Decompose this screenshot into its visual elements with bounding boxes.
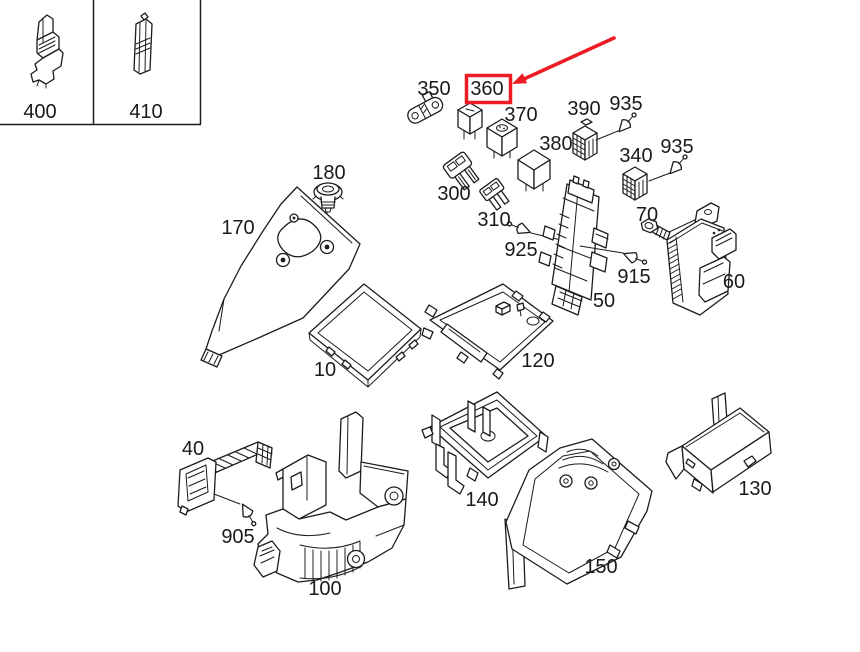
part-label-180[interactable]: 180	[312, 162, 346, 184]
part-380-drawing	[517, 149, 551, 192]
part-label-120[interactable]: 120	[521, 350, 555, 372]
part-label-140[interactable]: 140	[465, 489, 499, 511]
part-400-drawing	[30, 14, 64, 89]
part-label-350[interactable]: 350	[417, 78, 451, 100]
part-label-130[interactable]: 130	[738, 478, 772, 500]
part-label-170[interactable]: 170	[221, 217, 255, 239]
part-300-drawing	[442, 151, 480, 191]
part-label-905[interactable]: 905	[221, 526, 255, 548]
part-905-drawing	[213, 493, 261, 529]
part-label-360[interactable]: 360	[470, 78, 504, 100]
part-label-935-2[interactable]: 935	[660, 136, 694, 158]
part-935a-drawing	[595, 109, 641, 141]
part-label-300[interactable]: 300	[437, 183, 471, 205]
part-350-drawing	[407, 91, 444, 124]
part-170-drawing	[200, 186, 361, 368]
part-180-drawing	[312, 182, 344, 242]
part-label-310[interactable]: 310	[477, 209, 511, 231]
part-label-70[interactable]: 70	[635, 204, 659, 226]
highlight-arrow-line	[522, 36, 616, 81]
part-140-drawing	[421, 391, 549, 495]
part-label-915[interactable]: 915	[617, 266, 651, 288]
part-label-935-1[interactable]: 935	[609, 93, 643, 115]
part-label-925[interactable]: 925	[504, 239, 538, 261]
part-label-150[interactable]: 150	[584, 556, 618, 578]
part-label-370[interactable]: 370	[504, 104, 538, 126]
part-100-drawing	[253, 411, 409, 583]
part-120-drawing	[421, 283, 554, 380]
part-915-drawing	[579, 245, 650, 269]
highlight-annotation	[464, 36, 616, 105]
part-370-drawing	[486, 118, 518, 159]
part-340-drawing	[622, 166, 648, 201]
part-10-drawing	[308, 283, 422, 388]
part-40-drawing	[177, 441, 273, 516]
part-label-100[interactable]: 100	[308, 578, 342, 600]
highlight-arrow-head	[512, 73, 528, 84]
part-label-40[interactable]: 40	[181, 438, 205, 460]
part-50-drawing	[538, 175, 609, 316]
part-360-drawing	[457, 102, 483, 140]
legend-grid	[0, 0, 202, 126]
part-390-drawing	[572, 118, 598, 161]
part-310-drawing	[479, 177, 510, 211]
part-410-drawing	[133, 12, 153, 75]
legend-label-410[interactable]: 410	[129, 101, 163, 123]
highlight-box	[464, 73, 513, 105]
part-label-60[interactable]: 60	[722, 271, 746, 293]
part-935b-drawing	[648, 151, 692, 182]
part-label-340[interactable]: 340	[619, 145, 653, 167]
part-label-50[interactable]: 50	[592, 290, 616, 312]
part-130-drawing	[665, 392, 772, 494]
part-150-drawing	[504, 438, 653, 590]
part-label-390[interactable]: 390	[567, 98, 601, 120]
part-label-10[interactable]: 10	[313, 359, 337, 381]
legend-label-400[interactable]: 400	[23, 101, 57, 123]
part-60-drawing	[666, 202, 737, 316]
part-label-380[interactable]: 380	[539, 133, 573, 155]
